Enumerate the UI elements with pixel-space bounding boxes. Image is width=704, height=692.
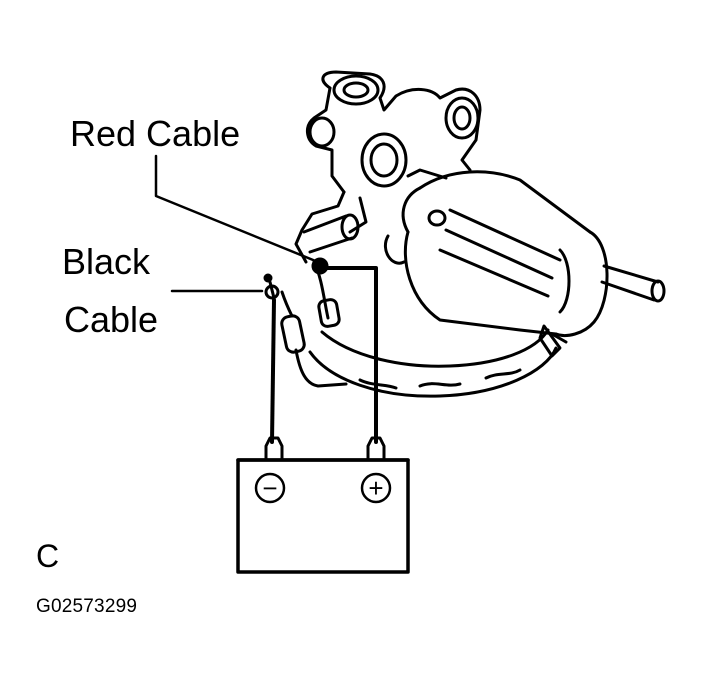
negative-test-lead (270, 298, 276, 444)
actuator-motor (383, 170, 609, 337)
positive-terminal-icon (360, 472, 392, 504)
battery-negative-symbol: − (262, 473, 277, 503)
negative-terminal-icon (254, 472, 286, 504)
battery-positive-symbol: + (368, 473, 383, 503)
black-cable-label-line2: Cable (64, 299, 159, 340)
red-cable-leader (154, 154, 320, 264)
output-shaft (600, 264, 666, 303)
battery (236, 436, 410, 574)
red-cable-label: Red Cable (70, 113, 241, 154)
valve-body (294, 70, 482, 264)
inlet-pipe (302, 213, 360, 254)
figure-letter: C (36, 538, 60, 574)
wire-harness (308, 324, 568, 398)
black-cable-label-line1: Black (62, 241, 151, 282)
connector-terminals (263, 260, 348, 388)
figure-code: G02573299 (36, 596, 138, 617)
positive-test-lead (320, 266, 378, 444)
